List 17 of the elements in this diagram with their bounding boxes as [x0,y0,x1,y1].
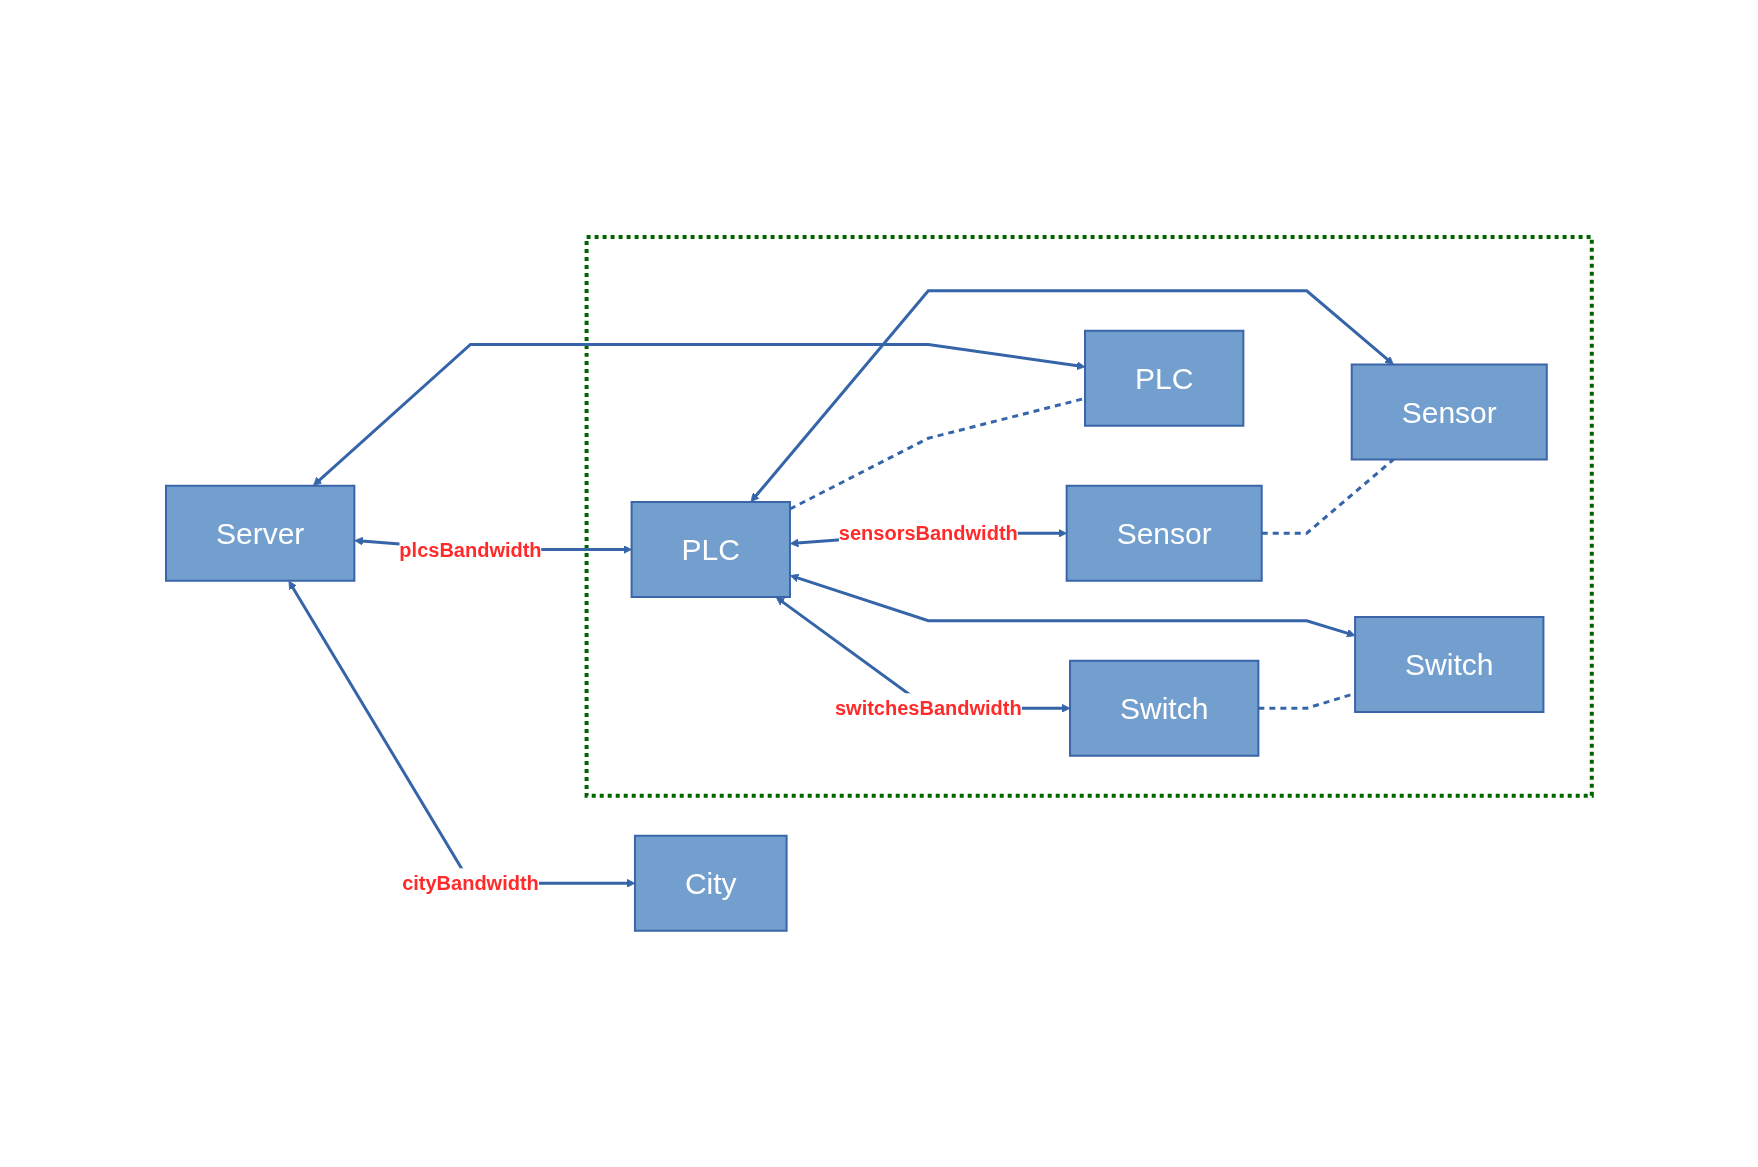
edge-label: sensorsBandwidth [838,521,1018,544]
node-box: City [634,834,788,932]
edge-label: plcsBandwidth [399,538,542,561]
node-box: PLC [1084,329,1245,427]
node-box: Switch [1354,615,1545,713]
arrow [313,342,1086,486]
node-box: Switch [1069,659,1260,757]
edge-label: switchesBandwidth [835,696,1022,719]
arrow [750,288,1394,502]
arrow [790,573,1356,638]
node-box: Server [165,484,356,582]
node-box: PLC [630,500,792,598]
edge-label: cityBandwidth [402,871,539,894]
connector [1261,458,1395,535]
cluster [584,234,1594,798]
node-box: Sensor [1065,484,1263,582]
node-box: Sensor [1350,363,1548,461]
